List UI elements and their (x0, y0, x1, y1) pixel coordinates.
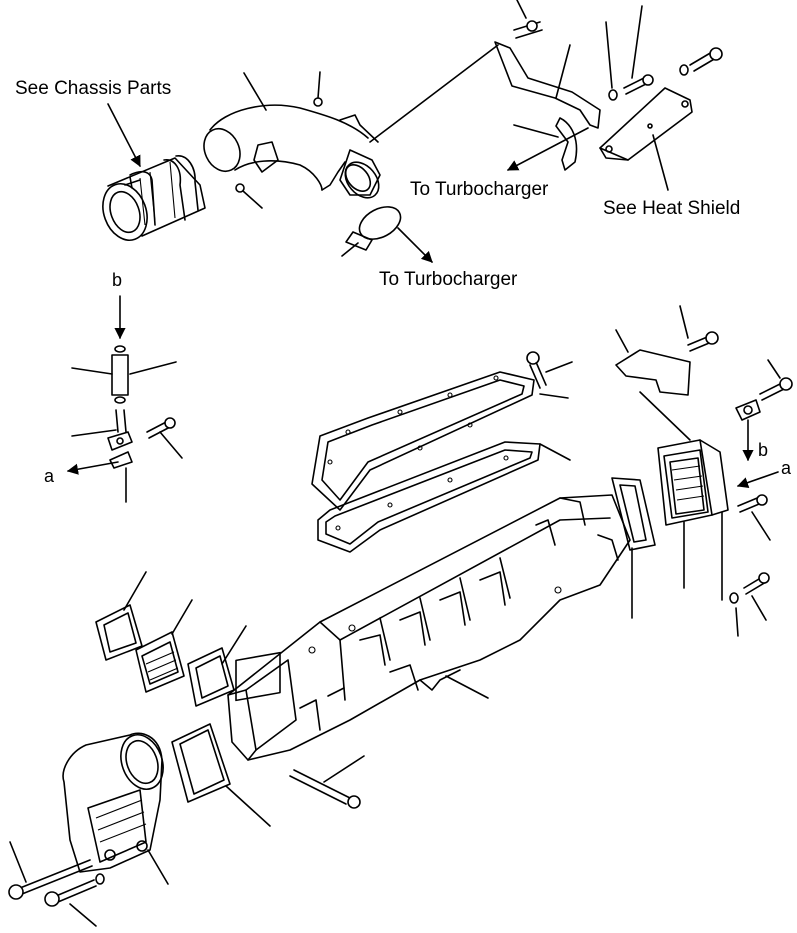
cover-bolt (526, 351, 573, 389)
pipe-bracket (369, 41, 601, 171)
leader-see-chassis-parts (107, 103, 141, 167)
small-gasket-right (611, 477, 656, 619)
manifold-cover-gasket-lower (317, 441, 571, 553)
inlet-gasket-bottom (171, 723, 271, 827)
inlet-elbow-connector (62, 732, 169, 885)
reference-letter-a-right: a (781, 458, 792, 478)
label-see-heat-shield: See Heat Shield (603, 198, 741, 219)
bolt-bottom-left-long (8, 841, 93, 900)
label-see-chassis-parts: See Chassis Parts (15, 78, 172, 99)
rubber-hose (102, 155, 206, 241)
pin-assembly-left (66, 295, 183, 503)
long-bolt-manifold (289, 755, 365, 809)
small-gasket-left-a (95, 571, 147, 661)
flange-shield-plate (615, 305, 719, 441)
air-elbow-pipe (203, 71, 381, 209)
bolt-top-right-b (689, 47, 723, 72)
reference-letter-b-right: b (758, 440, 769, 460)
heater-flange-right (657, 439, 729, 589)
bolt-top-bracket (513, 0, 543, 39)
manifold-cover-gasket-upper (311, 371, 569, 511)
bolt-top-right-a (623, 5, 654, 95)
intake-manifold-body (227, 494, 631, 761)
o-ring (341, 206, 433, 263)
small-gasket-left-b (187, 625, 247, 707)
bolt-bottom-left-short (44, 873, 105, 927)
intake-heater-left (135, 599, 193, 693)
label-to-turbocharger-upper: To Turbocharger (410, 179, 549, 200)
heat-shield-bracket (599, 87, 693, 191)
reference-letter-b-top: b (112, 270, 123, 290)
sensor-bolt-right (721, 359, 793, 637)
label-to-turbocharger-lower: To Turbocharger (379, 269, 518, 290)
washers-top-right (605, 21, 689, 101)
reference-letter-a-left: a (44, 466, 55, 486)
